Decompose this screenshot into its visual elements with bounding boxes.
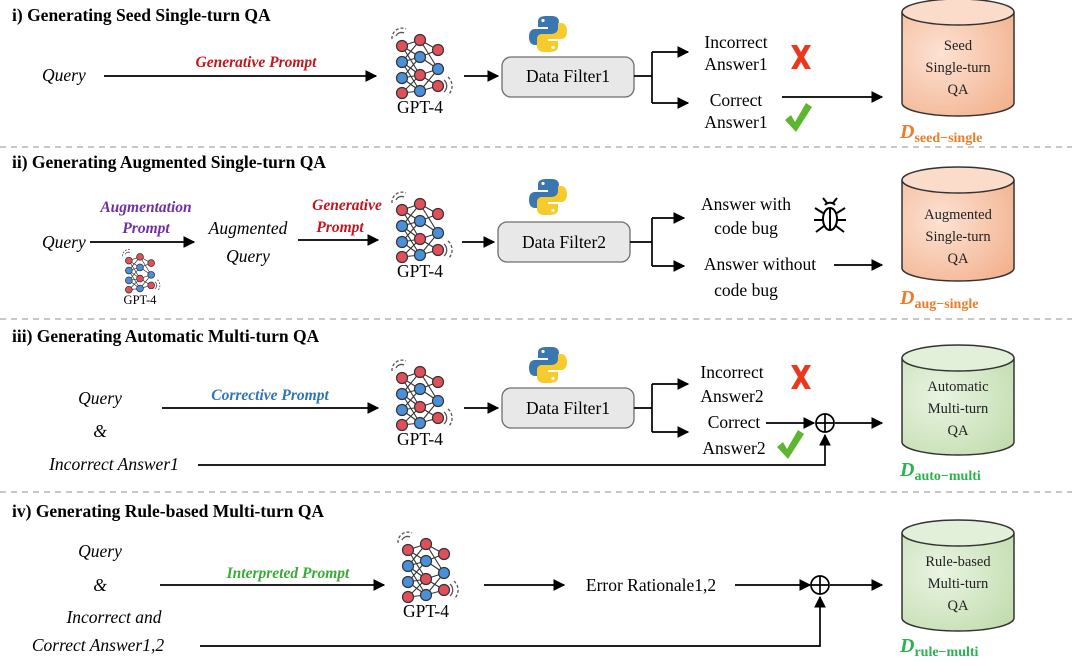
neural-network-icon bbox=[391, 27, 453, 100]
dataset-label-1: Automatic bbox=[927, 379, 988, 395]
error-rationale-label: Error Rationale1,2 bbox=[586, 575, 716, 595]
section-augmented-single-turn: ii) Generating Augmented Single-turn QA … bbox=[12, 152, 1015, 312]
dataset-name: Drule−multi bbox=[899, 635, 979, 660]
section-rule-based-multi-turn: iv) Generating Rule-based Multi-turn QA … bbox=[12, 501, 1015, 660]
branch-line bbox=[630, 218, 653, 266]
dataset-label-3: QA bbox=[948, 423, 969, 439]
gpt4-label: GPT-4 bbox=[397, 97, 443, 117]
augmented-query-line2: Query bbox=[226, 246, 270, 266]
data-filter-label: Data Filter1 bbox=[526, 398, 610, 418]
corrective-prompt-label: Corrective Prompt bbox=[211, 387, 329, 404]
section-title: i) Generating Seed Single-turn QA bbox=[12, 5, 271, 25]
arrow-icon bbox=[198, 433, 831, 466]
query-label: Query bbox=[42, 232, 86, 252]
dataset-label-3: QA bbox=[948, 82, 969, 98]
outcome-top-line2: code bug bbox=[714, 218, 778, 238]
augmentation-prompt-line2: Prompt bbox=[122, 220, 170, 237]
dataset-label-2: Multi-turn bbox=[928, 401, 989, 417]
dataset-label-1: Rule-based bbox=[925, 554, 991, 570]
neural-network-icon bbox=[122, 249, 161, 294]
dataset-label-3: QA bbox=[948, 598, 969, 614]
oplus-icon bbox=[815, 413, 835, 433]
generative-prompt-line1: Generative bbox=[312, 197, 382, 214]
gpt4-small-label: GPT-4 bbox=[124, 293, 158, 307]
gpt4-label: GPT-4 bbox=[397, 429, 443, 449]
cross-mark-icon bbox=[791, 45, 811, 69]
database-cylinder-icon bbox=[901, 0, 1015, 117]
database-cylinder-icon bbox=[901, 519, 1015, 632]
interpreted-prompt-label: Interpreted Prompt bbox=[226, 565, 350, 582]
augmentation-prompt-line1: Augmentation bbox=[99, 199, 191, 216]
section-automatic-multi-turn: iii) Generating Automatic Multi-turn QA … bbox=[12, 326, 1015, 484]
outcome-bottom-line2: Answer1 bbox=[704, 112, 767, 132]
outcome-bottom-line2: code bug bbox=[714, 280, 778, 300]
python-logo-icon bbox=[529, 347, 567, 383]
python-logo-icon bbox=[529, 16, 567, 52]
branch-line bbox=[634, 52, 653, 103]
outcome-bottom-line2: Answer2 bbox=[702, 438, 765, 458]
dataset-label-3: QA bbox=[948, 251, 969, 267]
dataset-label-1: Augmented bbox=[924, 207, 992, 223]
section-title: iv) Generating Rule-based Multi-turn QA bbox=[12, 501, 324, 521]
outcome-top-line1: Answer with bbox=[701, 194, 791, 214]
data-filter-label: Data Filter2 bbox=[522, 232, 606, 252]
dataset-name: Dauto−multi bbox=[899, 459, 981, 484]
neural-network-icon bbox=[391, 359, 453, 432]
bug-icon bbox=[814, 197, 846, 233]
dataset-label-1: Seed bbox=[944, 38, 973, 54]
ampersand-label: & bbox=[93, 421, 107, 441]
generative-prompt-line2: Prompt bbox=[316, 219, 364, 236]
ampersand-label: & bbox=[93, 575, 107, 595]
augmented-query-line1: Augmented bbox=[208, 218, 288, 238]
query-label: Query bbox=[78, 541, 122, 561]
outcome-top-line1: Incorrect bbox=[704, 32, 767, 52]
check-mark-icon bbox=[777, 430, 804, 459]
incorrect-answer-label: Incorrect Answer1 bbox=[48, 454, 179, 474]
outcome-top-line2: Answer1 bbox=[704, 54, 767, 74]
section-seed-single-turn: i) Generating Seed Single-turn QA Query … bbox=[12, 0, 1015, 146]
neural-network-icon bbox=[397, 531, 459, 604]
outcome-bottom-line1: Correct bbox=[708, 412, 761, 432]
database-cylinder-icon bbox=[901, 166, 1015, 282]
neural-network-icon bbox=[391, 191, 453, 264]
outcome-top-line1: Incorrect bbox=[700, 362, 763, 382]
database-cylinder-icon bbox=[901, 344, 1015, 456]
cross-mark-icon bbox=[791, 365, 811, 389]
outcome-bottom-line1: Answer without bbox=[704, 254, 816, 274]
check-mark-icon bbox=[785, 103, 812, 132]
branch-line bbox=[634, 384, 653, 432]
outcome-top-line2: Answer2 bbox=[700, 386, 763, 406]
correct-answer-label: Correct Answer1,2 bbox=[32, 635, 164, 655]
section-title: iii) Generating Automatic Multi-turn QA bbox=[12, 326, 320, 346]
oplus-icon bbox=[810, 575, 830, 595]
dataset-label-2: Single-turn bbox=[925, 60, 991, 76]
query-label: Query bbox=[78, 388, 122, 408]
query-label: Query bbox=[42, 65, 86, 85]
outcome-bottom-line1: Correct bbox=[710, 90, 763, 110]
gpt4-label: GPT-4 bbox=[397, 261, 443, 281]
python-logo-icon bbox=[529, 179, 567, 215]
gpt4-label: GPT-4 bbox=[403, 601, 449, 621]
dataset-label-2: Multi-turn bbox=[928, 576, 989, 592]
dataset-name: Dseed−single bbox=[899, 121, 982, 146]
generative-prompt-label: Generative Prompt bbox=[196, 54, 318, 71]
incorrect-and-label: Incorrect and bbox=[65, 607, 161, 627]
section-title: ii) Generating Augmented Single-turn QA bbox=[12, 152, 326, 172]
dataset-label-2: Single-turn bbox=[925, 229, 991, 245]
dataset-name: Daug−single bbox=[899, 287, 978, 312]
arrow-icon bbox=[200, 595, 826, 647]
data-filter-label: Data Filter1 bbox=[526, 66, 610, 86]
data-filter-box bbox=[501, 56, 635, 98]
